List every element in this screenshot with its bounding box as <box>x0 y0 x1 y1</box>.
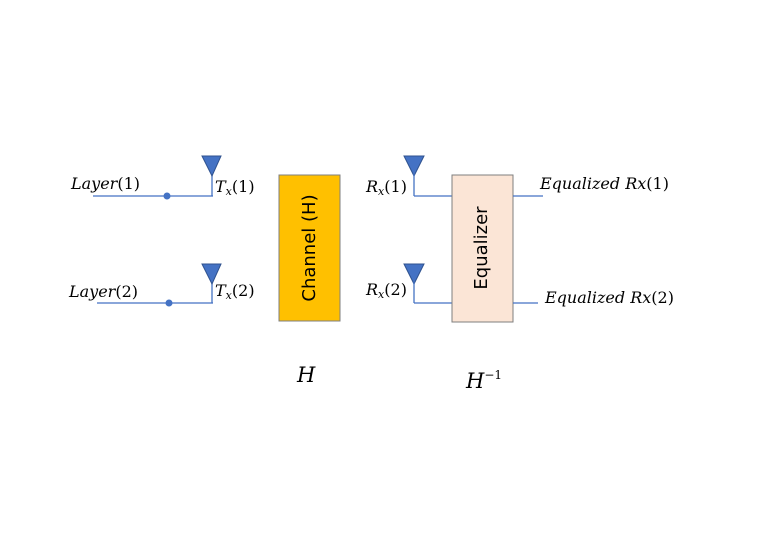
tx-1-label: Tx(1) <box>215 178 255 201</box>
layer-2-label: Layer(2) <box>69 283 138 301</box>
equalizer-caption: H−1 <box>466 363 502 395</box>
channel-box <box>278 174 341 322</box>
layer-1-label: Layer(1) <box>71 175 140 193</box>
rx-2-antenna-icon <box>403 263 425 286</box>
layer-2-index: (2) <box>115 282 138 301</box>
equalizer-caption-base: H <box>466 369 485 393</box>
rx-1-sub: x <box>378 185 385 198</box>
channel-label: Channel (H) <box>299 194 320 302</box>
rx-1-index: (1) <box>384 177 407 196</box>
rx-2-label: Rx(2) <box>366 281 407 304</box>
layer-1-junction <box>163 192 171 200</box>
channel-caption: H <box>297 363 316 387</box>
layer-1-name: Layer <box>71 174 118 193</box>
output-1-index: (1) <box>646 174 669 193</box>
rx-2-index: (2) <box>384 280 407 299</box>
tx-1-symbol: T <box>215 177 226 196</box>
tx-2-sub: x <box>225 289 232 302</box>
tx-1-index: (1) <box>231 177 255 196</box>
rx-2-sub: x <box>378 288 385 301</box>
output-2-name: Equalized Rx <box>545 288 652 307</box>
tx-2-index: (2) <box>231 281 255 300</box>
rx-2-symbol: R <box>366 280 379 299</box>
rx-1-antenna-icon <box>403 155 425 178</box>
tx-2-symbol: T <box>215 281 226 300</box>
tx-1-antenna-icon <box>201 155 222 178</box>
tx-1-sub: x <box>225 185 232 198</box>
layer-1-index: (1) <box>117 174 140 193</box>
rx-1-symbol: R <box>366 177 379 196</box>
equalizer-box <box>451 174 514 323</box>
output-2-label: Equalized Rx(2) <box>545 289 674 307</box>
output-1-name: Equalized Rx <box>540 174 647 193</box>
equalizer-label: Equalizer <box>471 206 492 290</box>
output-1-label: Equalized Rx(1) <box>540 175 669 193</box>
equalizer-caption-exp: −1 <box>484 368 503 382</box>
tx-2-label: Tx(2) <box>215 282 255 305</box>
tx-2-antenna-icon <box>201 263 222 286</box>
rx-1-label: Rx(1) <box>366 178 407 201</box>
layer-2-junction <box>165 299 173 307</box>
layer-2-name: Layer <box>69 282 116 301</box>
output-2-index: (2) <box>651 288 674 307</box>
